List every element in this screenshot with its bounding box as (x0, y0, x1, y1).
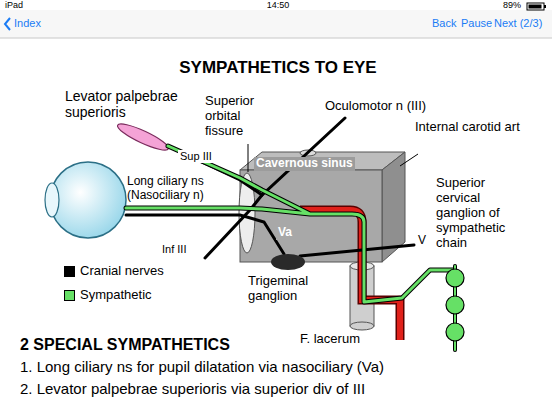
part-label: F. lacerum (300, 332, 360, 347)
part-label: Trigeminal ganglion (248, 274, 328, 304)
eyeball (50, 162, 126, 238)
sinus-top (240, 152, 405, 170)
diagram-title: SYMPATHETICS TO EYE (2, 58, 552, 78)
battery-icon (527, 3, 544, 10)
status-battery: 89% (503, 0, 521, 10)
foramen-bottom (350, 322, 374, 330)
part-label: Internal carotid art (415, 120, 520, 135)
internal-carotid (300, 210, 400, 340)
nav-button: Pause (461, 17, 492, 30)
status-time: 14:50 (2, 0, 552, 10)
trigeminal-ganglion (271, 254, 305, 270)
nav-button: Back (432, 17, 456, 30)
sympathetic-ganglia (446, 269, 464, 341)
nav-button: Next (2/3) (494, 17, 542, 30)
leader-lines (248, 144, 418, 172)
legend-swatch (64, 290, 75, 301)
nav-button: Index (14, 17, 41, 30)
nav-bar (0, 10, 552, 38)
part-label: Oculomotor n (III) (325, 99, 426, 114)
levator-muscle (115, 120, 171, 155)
status-device: iPad (5, 0, 23, 10)
nav-border (0, 38, 552, 39)
legend-swatch (64, 266, 75, 277)
part-label: Superior orbital fissure (205, 94, 275, 139)
region-label: Va (276, 226, 294, 240)
nerve-label: Inf III (160, 243, 188, 256)
battery-tip (544, 5, 546, 8)
note-heading: 2 SPECIAL SYMPATHETICS (20, 336, 230, 354)
carotid-outline (300, 210, 400, 340)
part-label: Levator palpebrae superioris (65, 88, 205, 120)
nerve-label: V (418, 234, 426, 248)
note-line: 1. Long ciliary ns for pupil dilatation … (20, 358, 384, 375)
sympathetic-fibres (126, 146, 455, 350)
cranial-nerves (126, 118, 414, 258)
cavernous-sinus-box: Cavernous sinusVa (240, 152, 405, 262)
legend-label: Cranial nerves (80, 264, 164, 279)
nerve-label: Long ciliary ns (Nasociliary n) (127, 175, 227, 203)
cornea (45, 183, 59, 217)
back-chevron (5, 18, 10, 30)
legend-label: Sympathetic (80, 288, 152, 303)
part-label: Superior cervical ganglion of sympatheti… (436, 176, 526, 251)
note-line: 2. Levator palpebrae superioris via supe… (20, 380, 365, 397)
region-label: Cavernous sinus (254, 157, 355, 171)
nerve-label: Sup III (178, 150, 214, 163)
battery-level (529, 5, 542, 9)
